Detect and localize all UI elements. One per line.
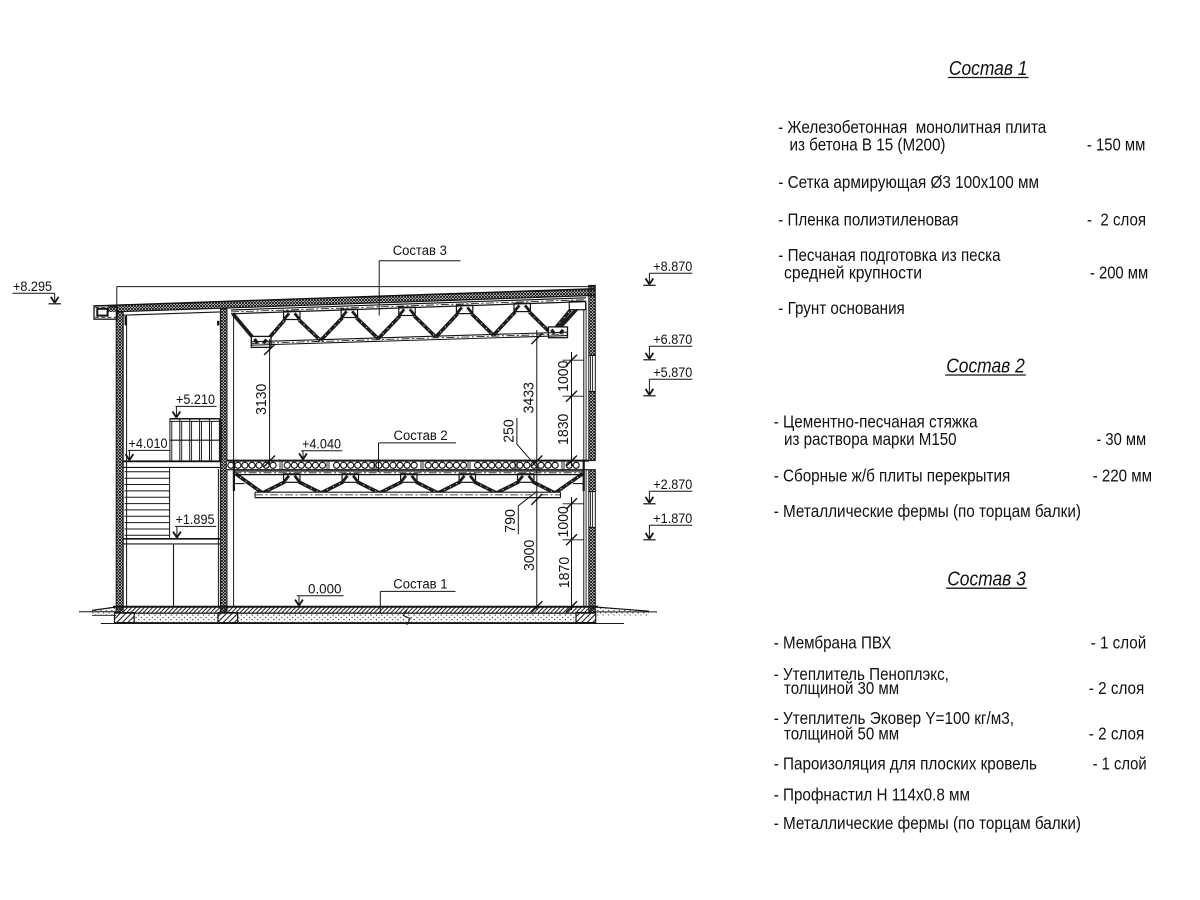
svg-text:- Пленка полиэтиленовая: - Пленка полиэтиленовая (778, 209, 958, 229)
svg-text:- Профнастил Н 114х0.8 мм: - Профнастил Н 114х0.8 мм (774, 784, 970, 804)
svg-text:- 2 слоя: - 2 слоя (1087, 209, 1146, 229)
svg-text:+8.870: +8.870 (653, 259, 692, 274)
svg-text:- Песчаная подготовка из песка: - Песчаная подготовка из песка (778, 245, 1001, 265)
svg-text:3000: 3000 (522, 540, 538, 571)
svg-text:3433: 3433 (521, 382, 537, 413)
svg-text:из раствора марки М150: из раствора марки М150 (784, 429, 957, 449)
svg-text:+5.870: +5.870 (653, 365, 692, 380)
svg-text:+4.010: +4.010 (129, 436, 168, 451)
svg-text:Состав 1: Состав 1 (393, 577, 447, 593)
svg-text:790: 790 (503, 509, 519, 533)
svg-text:- 1 слой: - 1 слой (1091, 633, 1147, 653)
svg-text:толщиной 30 мм: толщиной 30 мм (784, 678, 899, 698)
svg-text:из бетона В 15 (М200): из бетона В 15 (М200) (790, 134, 946, 154)
svg-text:3130: 3130 (254, 384, 270, 415)
svg-text:+8.295: +8.295 (13, 279, 52, 294)
svg-text:- 2 слоя: - 2 слоя (1089, 723, 1145, 743)
svg-text:толщиной 50 мм: толщиной 50 мм (784, 723, 899, 743)
svg-text:- Утеплитель Эковер Y=100 кг/м: - Утеплитель Эковер Y=100 кг/м3, (774, 708, 1014, 728)
svg-text:- 200 мм: - 200 мм (1090, 262, 1148, 282)
svg-text:+1.870: +1.870 (653, 511, 692, 526)
svg-text:1000: 1000 (556, 361, 572, 392)
svg-text:- 1 слой: - 1 слой (1093, 753, 1147, 773)
svg-text:Состав 2: Состав 2 (394, 428, 448, 444)
svg-text:средней крупности: средней крупности (784, 262, 922, 282)
svg-text:+2.870: +2.870 (653, 477, 692, 492)
svg-text:- 30 мм: - 30 мм (1096, 429, 1146, 449)
svg-text:- 2 слоя: - 2 слоя (1089, 678, 1145, 698)
svg-text:+5.210: +5.210 (176, 392, 215, 407)
svg-text:Состав 3: Состав 3 (393, 243, 447, 259)
svg-text:- Грунт основания: - Грунт основания (778, 298, 905, 318)
svg-text:+1.895: +1.895 (176, 512, 215, 527)
svg-text:- Сетка армирующая Ø3 100х100: - Сетка армирующая Ø3 100х100 мм (778, 172, 1039, 192)
svg-text:- Железобетонная монолитная п: - Железобетонная монолитная плита (778, 117, 1046, 137)
svg-text:- Металлические фермы (по торц: - Металлические фермы (по торцам балки) (774, 813, 1081, 833)
svg-text:Состав 2: Состав 2 (946, 354, 1025, 377)
svg-text:0.000: 0.000 (308, 582, 342, 597)
svg-text:- Сборные ж/б плиты перекрытия: - Сборные ж/б плиты перекрытия (774, 466, 1011, 486)
svg-text:1870: 1870 (557, 557, 573, 588)
svg-text:- Мембрана ПВХ: - Мембрана ПВХ (774, 633, 892, 653)
svg-text:- 150 мм: - 150 мм (1087, 134, 1145, 154)
svg-text:+6.870: +6.870 (653, 332, 692, 347)
svg-text:250: 250 (502, 419, 518, 443)
svg-text:- Пароизоляция для плоских кро: - Пароизоляция для плоских кровель (774, 753, 1037, 773)
svg-text:Состав 1: Состав 1 (949, 57, 1028, 80)
svg-text:1000: 1000 (556, 506, 572, 537)
svg-text:1830: 1830 (556, 414, 572, 445)
svg-text:+4.040: +4.040 (302, 437, 341, 452)
svg-text:- Цементно-песчаная стяжка: - Цементно-песчаная стяжка (774, 412, 978, 432)
svg-text:- Утеплитель Пеноплэкс,: - Утеплитель Пеноплэкс, (774, 664, 949, 684)
svg-text:- 220 мм: - 220 мм (1093, 466, 1153, 486)
svg-text:Состав 3: Состав 3 (947, 568, 1026, 591)
svg-text:- Металлические фермы (по торц: - Металлические фермы (по торцам балки) (774, 501, 1081, 521)
